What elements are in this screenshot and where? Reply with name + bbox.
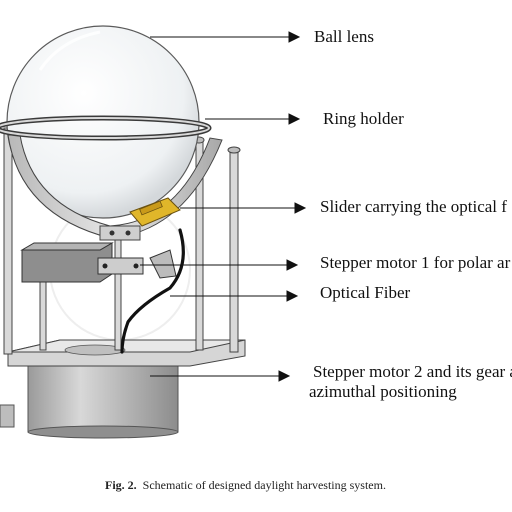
- caption-text: Schematic of designed daylight harvestin…: [142, 478, 386, 492]
- ring-holder: [0, 115, 212, 141]
- label-stepper-motor-2-line2: azimuthal positioning: [309, 382, 457, 401]
- label-ring-holder: Ring holder: [323, 109, 404, 128]
- stepper-motor-1: [20, 242, 177, 283]
- figure-caption: Fig. 2. Schematic of designed daylight h…: [105, 478, 386, 493]
- optical-fiber: [120, 228, 185, 354]
- label-optical-fiber: Optical Fiber: [320, 283, 411, 302]
- label-slider: Slider carrying the optical f: [320, 197, 507, 216]
- label-stepper-motor-2: Stepper motor 2 and its gear a: [313, 362, 512, 381]
- leader-arrows: [140, 31, 307, 382]
- fiber-slider: [99, 197, 181, 241]
- label-stepper-motor-1: Stepper motor 1 for polar ar: [320, 253, 511, 272]
- base-plate: [7, 339, 246, 367]
- support-rods: [3, 127, 241, 355]
- label-ball-lens: Ball lens: [314, 27, 374, 46]
- stepper-motor-2: [0, 359, 179, 439]
- caption-prefix: Fig. 2.: [105, 478, 137, 492]
